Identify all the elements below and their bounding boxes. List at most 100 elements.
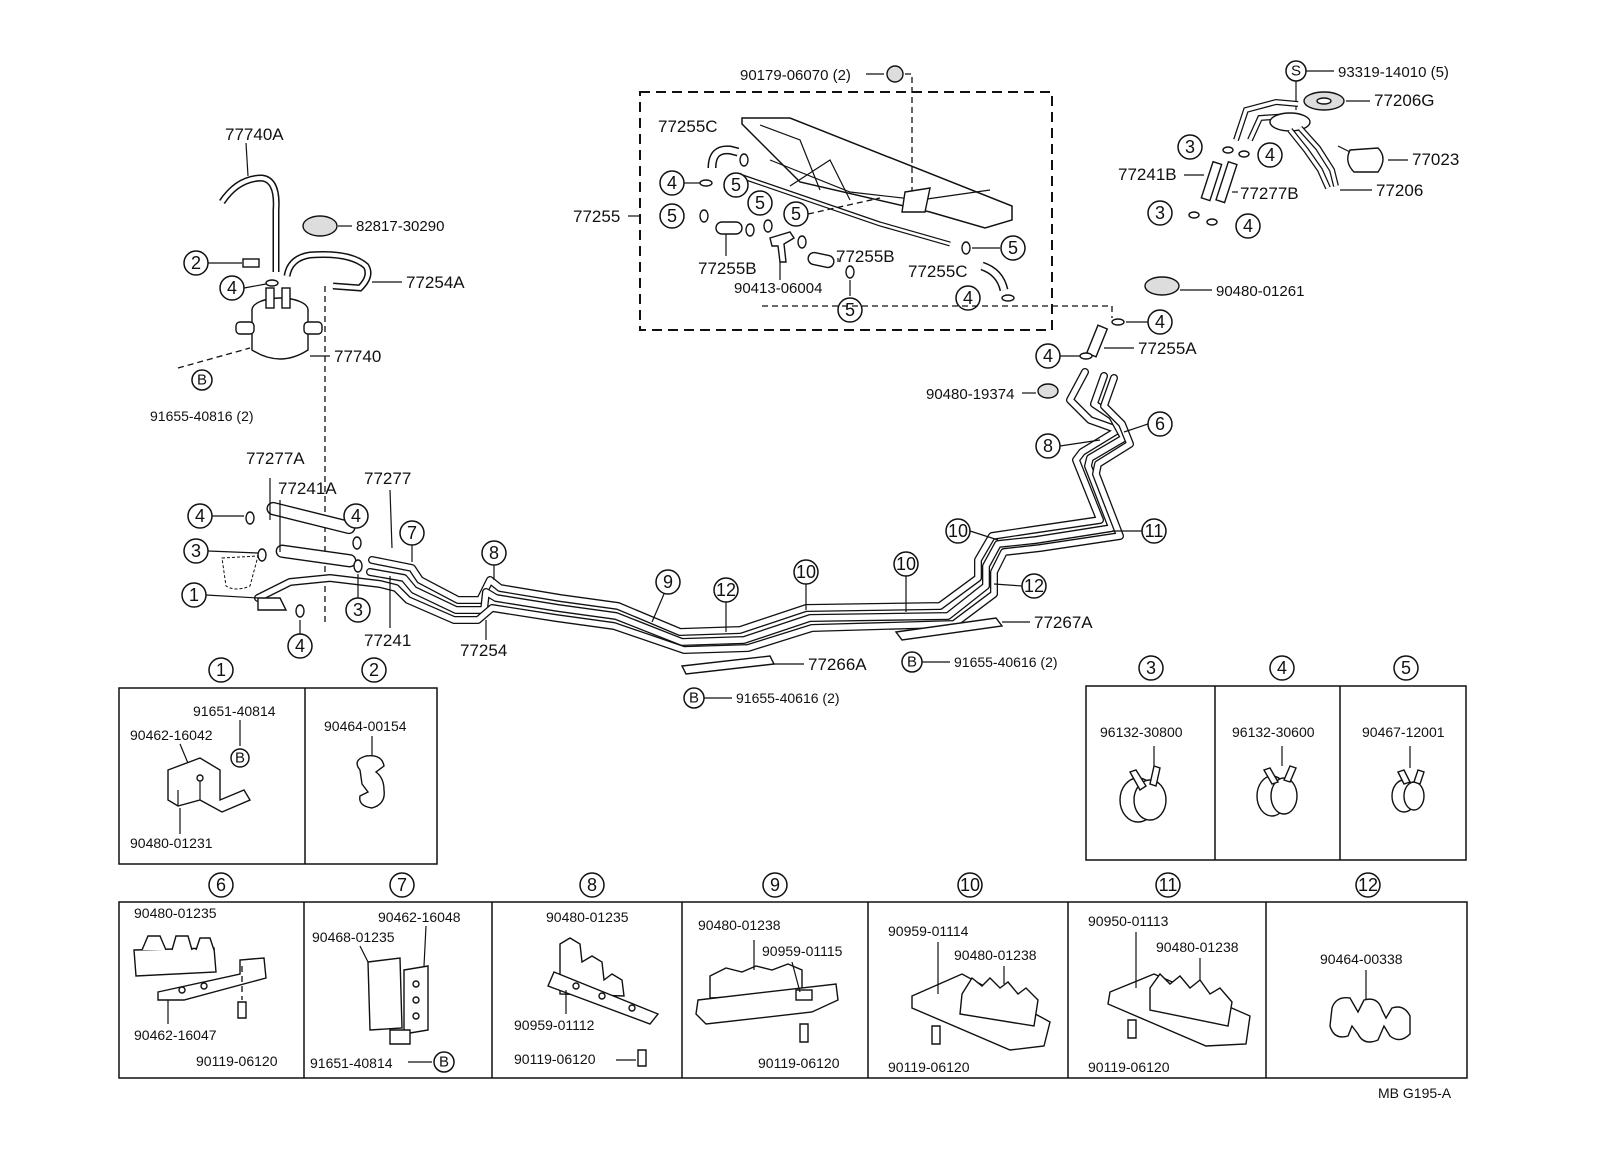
svg-text:10: 10 bbox=[960, 875, 980, 895]
svg-text:4: 4 bbox=[667, 173, 677, 193]
svg-text:5: 5 bbox=[667, 206, 677, 226]
bolt bbox=[237, 1001, 247, 1019]
svg-text:3: 3 bbox=[1155, 203, 1165, 223]
clamp-11 bbox=[1149, 972, 1233, 1027]
clip bbox=[1188, 211, 1200, 219]
main-fuel-lines: 77277A 77241A 77277 77241 77254 4 3 1 4 … bbox=[181, 368, 1173, 709]
svg-text:11: 11 bbox=[1145, 521, 1164, 541]
label-90480-19374: 90480-19374 bbox=[926, 386, 1014, 403]
detail-9-label-a: 90480-01238 bbox=[698, 917, 781, 933]
label-82817-30290: 82817-30290 bbox=[356, 218, 444, 235]
detail-row-1-left: 1 2 91651-40814 90462-16042 B 90480-0123… bbox=[118, 657, 438, 865]
label-77277A: 77277A bbox=[246, 449, 305, 468]
detail-10-label-a: 90959-01114 bbox=[888, 923, 969, 939]
bolt bbox=[637, 1049, 647, 1067]
detail-11-label-b: 90480-01238 bbox=[1156, 939, 1239, 955]
clamp-90464-00338 bbox=[1329, 997, 1411, 1043]
detail-11-label-a: 90950-01113 bbox=[1088, 913, 1169, 929]
clip bbox=[763, 219, 773, 233]
label-77255A: 77255A bbox=[1138, 339, 1197, 358]
callout-5 bbox=[837, 297, 863, 323]
callout-3 bbox=[1177, 134, 1203, 160]
svg-text:12: 12 bbox=[716, 580, 736, 600]
detail-1-label-b: 90462-16042 bbox=[130, 727, 213, 743]
label-77255C-upper: 77255C bbox=[658, 117, 718, 136]
detail-10-label-c: 90119-06120 bbox=[888, 1059, 970, 1075]
svg-text:4: 4 bbox=[195, 506, 205, 526]
callout-4 bbox=[1257, 142, 1283, 168]
callout-4 bbox=[343, 503, 369, 529]
canister-bracket bbox=[303, 321, 323, 335]
hose-clamp-2 bbox=[242, 258, 260, 268]
canister-port bbox=[265, 287, 275, 309]
detail-1-label-a: 91651-40814 bbox=[193, 703, 276, 719]
label-91655-40616-b: 91655-40616 (2) bbox=[954, 654, 1058, 670]
assembly-box-77255 bbox=[639, 91, 1053, 331]
label-77255: 77255 bbox=[573, 207, 620, 226]
clamp-10 bbox=[959, 976, 1039, 1027]
hose-77241A bbox=[275, 544, 357, 568]
label-77241: 77241 bbox=[364, 631, 411, 650]
canister-port bbox=[281, 287, 291, 309]
label-77254: 77254 bbox=[460, 641, 507, 660]
canister-bracket bbox=[235, 321, 255, 335]
clip bbox=[1222, 146, 1234, 154]
svg-text:7: 7 bbox=[407, 523, 417, 543]
callout-b-letter: B bbox=[197, 372, 207, 389]
detail-9-label-c: 90119-06120 bbox=[758, 1055, 840, 1071]
vapor-pipe bbox=[254, 374, 1134, 654]
leader-line bbox=[243, 283, 267, 289]
svg-text:10: 10 bbox=[896, 554, 916, 574]
hose-77277A bbox=[266, 501, 356, 535]
bolt bbox=[931, 1025, 941, 1045]
leader-line bbox=[245, 142, 249, 177]
svg-text:1: 1 bbox=[189, 585, 199, 605]
detail-box-1-2 bbox=[118, 687, 438, 865]
filler-neck-sketch bbox=[221, 555, 259, 590]
protector-77267A bbox=[894, 617, 1004, 641]
detail-8-label-b: 90959-01112 bbox=[514, 1017, 595, 1033]
dashed-guide bbox=[762, 305, 1113, 318]
callout-4 bbox=[1235, 213, 1261, 239]
detail-5-label: 90467-12001 bbox=[1362, 724, 1445, 740]
svg-text:4: 4 bbox=[1243, 216, 1253, 236]
clip bbox=[699, 209, 709, 223]
clip bbox=[699, 179, 713, 187]
detail-row-2: 6 7 8 9 10 11 12 90480-01235 90462-16047… bbox=[118, 872, 1468, 1079]
callout-4-num: 4 bbox=[227, 278, 237, 298]
detail-3-label: 96132-30800 bbox=[1100, 724, 1183, 740]
svg-text:11: 11 bbox=[1159, 875, 1178, 895]
label-77266A: 77266A bbox=[808, 655, 867, 674]
clip bbox=[845, 265, 855, 279]
svg-text:5: 5 bbox=[731, 175, 741, 195]
svg-text:3: 3 bbox=[353, 600, 363, 620]
svg-text:4: 4 bbox=[1155, 312, 1165, 332]
detail-12-label-a: 90464-00338 bbox=[1320, 951, 1403, 967]
svg-text:6: 6 bbox=[216, 875, 226, 895]
hose-77255B bbox=[715, 221, 743, 235]
protector-77266A bbox=[680, 655, 776, 675]
detail-2-label-a: 90464-00154 bbox=[324, 718, 407, 734]
svg-text:8: 8 bbox=[489, 543, 499, 563]
svg-text:5: 5 bbox=[1008, 238, 1018, 258]
label-93319-14010: 93319-14010 (5) bbox=[1338, 64, 1449, 81]
clip bbox=[245, 511, 255, 525]
hose-77255A bbox=[1085, 324, 1109, 358]
clip bbox=[1001, 294, 1015, 302]
grommet-82817 bbox=[302, 215, 338, 237]
clip bbox=[1238, 150, 1250, 158]
svg-text:9: 9 bbox=[770, 875, 780, 895]
svg-text:5: 5 bbox=[1401, 658, 1411, 678]
svg-text:4: 4 bbox=[963, 288, 973, 308]
detail-box-6-12 bbox=[118, 901, 1468, 1079]
clip bbox=[257, 548, 267, 562]
pipe-loop-outline bbox=[741, 117, 1013, 229]
label-90480-01261: 90480-01261 bbox=[1216, 283, 1304, 300]
dashed-guide bbox=[177, 347, 251, 369]
label-91655-40616-a: 91655-40616 (2) bbox=[736, 690, 840, 706]
svg-text:B: B bbox=[235, 750, 245, 767]
detail-6-label-c: 90119-06120 bbox=[196, 1053, 278, 1069]
hose-77277B bbox=[1215, 160, 1238, 204]
svg-text:6: 6 bbox=[1155, 414, 1165, 434]
